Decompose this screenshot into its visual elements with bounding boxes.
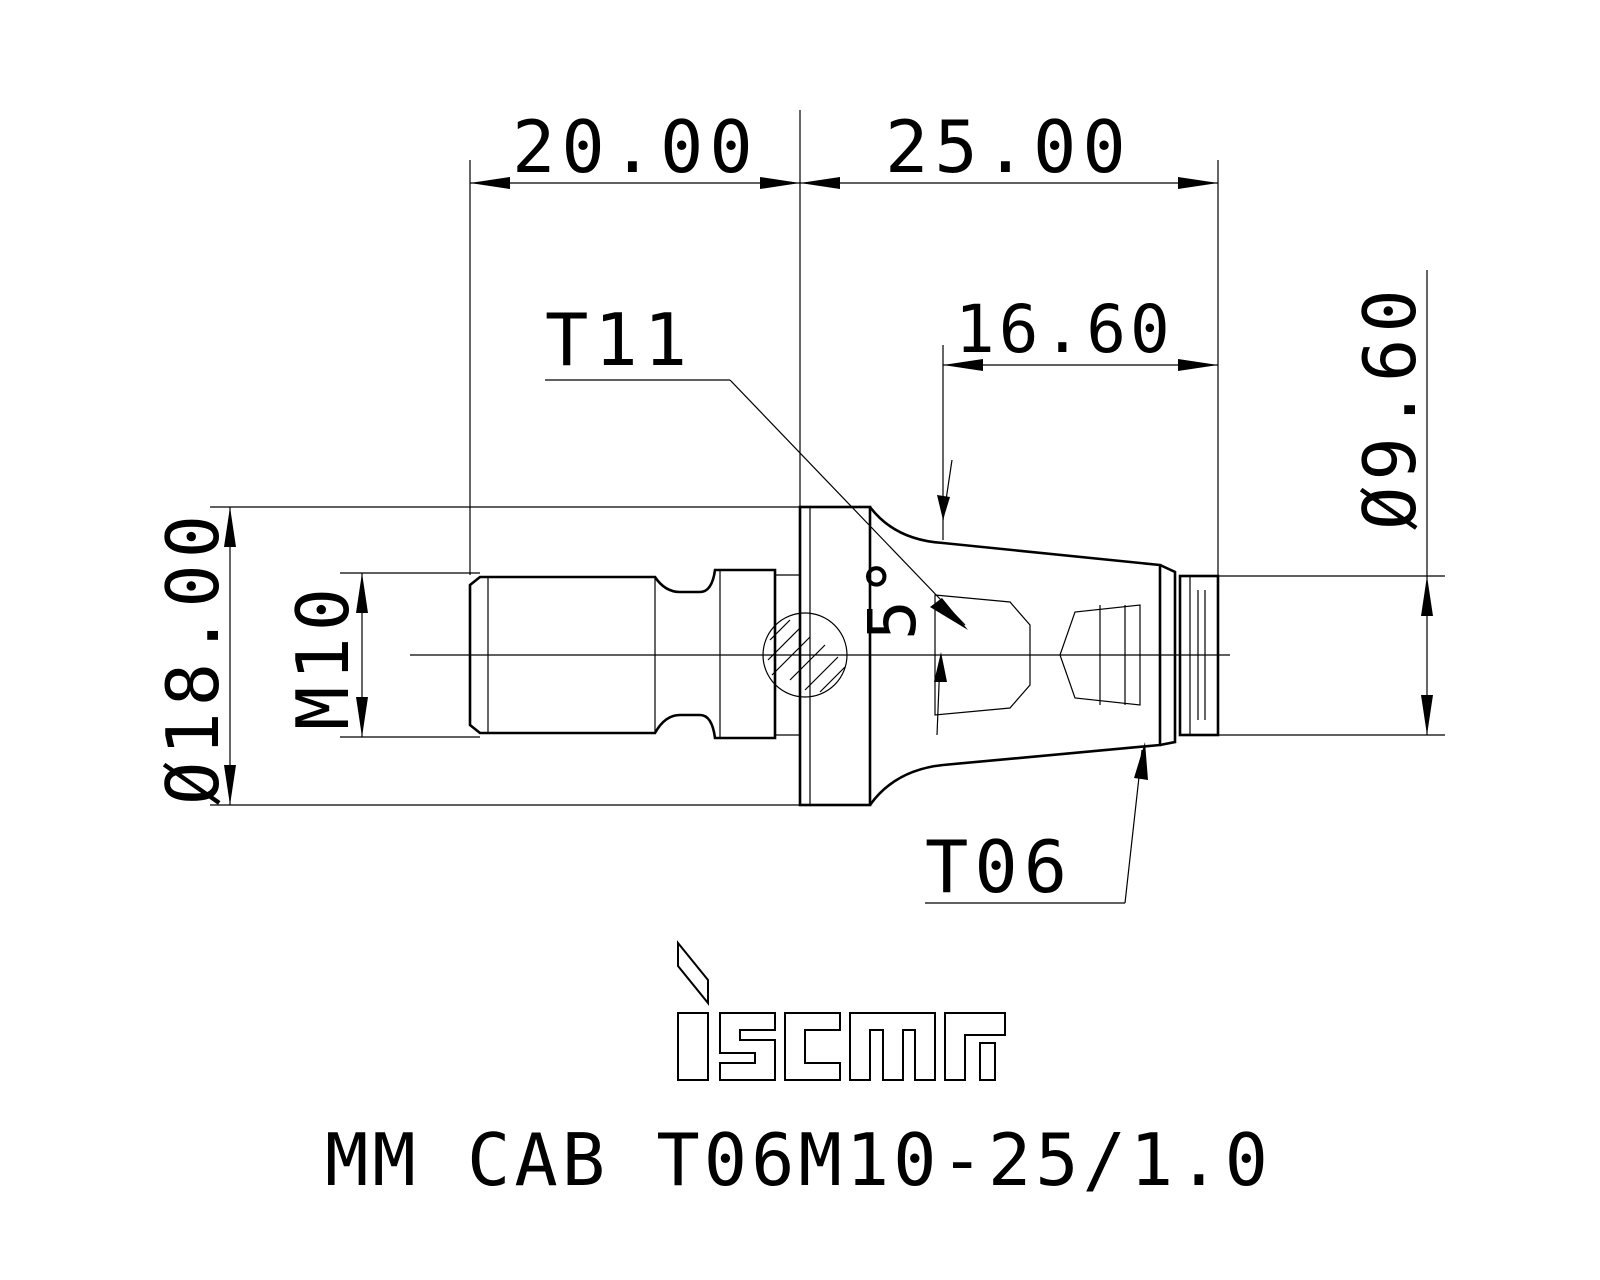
angle-label: 5° xyxy=(854,553,931,640)
angle-annotation: 5° xyxy=(854,459,968,736)
iscar-logo: iscar xyxy=(677,940,1006,1081)
dimension-16-60-label: 16.60 xyxy=(955,291,1174,368)
dimension-dia-9-60-label: Ø9.60 xyxy=(1348,283,1432,530)
dimension-thread: M10 xyxy=(281,572,480,738)
callout-t11-label: T11 xyxy=(545,298,693,382)
dimension-dia-18: Ø18.00 xyxy=(151,506,810,806)
dimension-dia-18-label: Ø18.00 xyxy=(151,509,235,805)
callout-t06: T06 xyxy=(925,742,1148,909)
dimension-dia-9-60: Ø9.60 xyxy=(1218,270,1445,736)
dimension-20: 20.00 xyxy=(469,105,801,575)
dimension-25: 25.00 xyxy=(800,105,1219,575)
callout-t11: T11 xyxy=(545,298,966,626)
dimension-16-60: 16.60 xyxy=(942,291,1218,540)
dimension-25-label: 25.00 xyxy=(885,105,1132,189)
dimension-20-label: 20.00 xyxy=(512,105,759,189)
dimension-thread-label: M10 xyxy=(281,582,365,730)
callout-t06-label: T06 xyxy=(925,825,1073,909)
part-outline xyxy=(468,505,1220,807)
part-title: MM CAB T06M10-25/1.0 xyxy=(325,1118,1272,1202)
